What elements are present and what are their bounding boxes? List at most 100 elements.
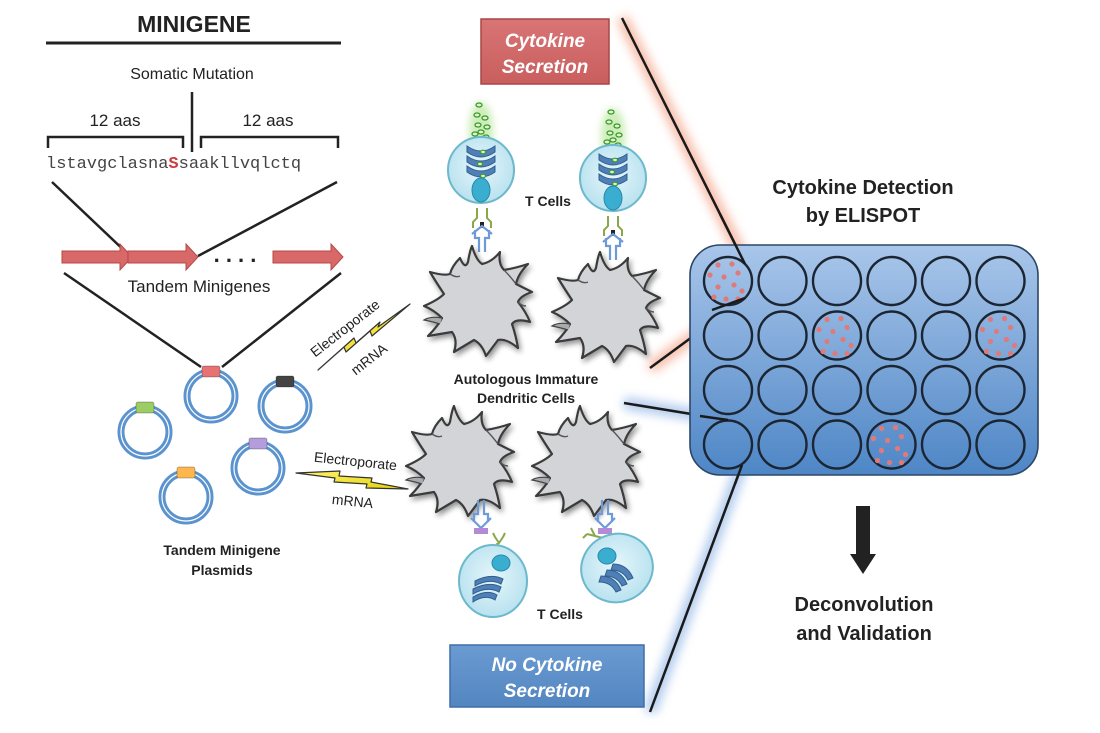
cytokine-spot xyxy=(715,284,721,290)
dendritic-cells-label-line1: Autologous Immature xyxy=(454,371,599,387)
inactive-t-cell-1 xyxy=(458,532,528,618)
nucleus-icon xyxy=(491,554,511,572)
no-cytokine-secretion-box: No Cytokine Secretion xyxy=(449,644,645,708)
arrows-ellipsis: . . . . xyxy=(214,242,257,267)
tcr-mhc-complex-top-1 xyxy=(471,208,493,252)
elispot-well-positive xyxy=(811,310,863,361)
cytokine-spot xyxy=(898,459,905,466)
elispot-well xyxy=(702,364,754,416)
cytokine-spot xyxy=(824,316,830,323)
elispot-well xyxy=(920,419,972,470)
lightning-bolt-icon xyxy=(295,470,409,490)
sequence-left-flank: lstavgclasna xyxy=(46,155,168,174)
left-flank-label: 12 aas xyxy=(89,111,140,130)
left-flank-bracket xyxy=(46,135,185,148)
cytokine-secretion-line2: Secretion xyxy=(502,57,589,78)
cytokine-spot xyxy=(902,451,909,458)
expand-line-right xyxy=(197,180,338,258)
sequence-mutation-residue: S xyxy=(168,155,178,174)
sequence-right-flank: saakllvqlctq xyxy=(179,155,301,174)
cytokine-spot xyxy=(987,316,994,323)
cytokine-spot xyxy=(878,425,885,432)
cytokine-spot xyxy=(1001,315,1008,322)
elispot-well xyxy=(866,255,917,307)
cytokine-spot xyxy=(723,296,729,302)
cytokine-spot xyxy=(838,315,844,322)
cytokine-secretion-line1: Cytokine xyxy=(505,31,586,52)
cytokine-spot xyxy=(848,342,854,349)
activated-t-cell-1 xyxy=(447,102,515,204)
elispot-well xyxy=(757,310,808,361)
no-cytokine-secretion-line1: No Cytokine xyxy=(492,655,603,676)
cytokine-spot xyxy=(878,447,885,454)
cytokine-spot xyxy=(995,350,1002,357)
elispot-wells xyxy=(702,255,1026,470)
minigene-arrow-2 xyxy=(127,242,199,272)
dendritic-cell-top-1 xyxy=(422,244,534,358)
cytokine-spot xyxy=(832,350,838,357)
plasmid xyxy=(230,437,286,496)
cytokine-spot xyxy=(870,435,877,442)
electroporation-bottom: Electroporate mRNA xyxy=(295,449,409,511)
elispot-well xyxy=(975,364,1026,416)
elispot-title-line2: by ELISPOT xyxy=(806,205,920,227)
minigene-insert xyxy=(275,375,295,388)
elispot-well-positive xyxy=(975,310,1026,361)
right-flank-label: 12 aas xyxy=(242,111,293,130)
cytokine-spot xyxy=(824,338,830,345)
cytokine-spot xyxy=(1007,350,1014,357)
tandem-minigene-arrows xyxy=(61,242,344,272)
cytokine-spot xyxy=(711,294,717,300)
elispot-title-line1: Cytokine Detection xyxy=(772,177,953,199)
cytokine-spot xyxy=(729,261,735,267)
cytokine-spot xyxy=(983,348,990,355)
plasmid-line-left xyxy=(63,271,202,369)
cytokine-spot xyxy=(874,457,881,464)
dendritic-cell-bottom-2 xyxy=(530,404,642,518)
cytokine-spot xyxy=(731,282,737,288)
minigene-insert xyxy=(135,401,155,414)
peptide-sequence: lstavgclasnaSsaakllvqlctq xyxy=(46,155,301,174)
nucleus-icon xyxy=(603,185,623,211)
cytokine-secretion-box: Cytokine Secretion xyxy=(480,18,610,85)
cytokine-spot xyxy=(844,350,850,357)
tandem-minigenes-label: Tandem Minigenes xyxy=(128,277,271,296)
minigene-insert xyxy=(248,437,268,450)
activated-t-cell-2 xyxy=(579,108,647,212)
elispot-well xyxy=(866,364,917,416)
bottom-t-cells-label: T Cells xyxy=(537,606,583,622)
elispot-plate xyxy=(689,244,1039,476)
lightning-bolt-icon xyxy=(317,303,411,371)
cytokine-spot xyxy=(894,445,901,452)
elispot-well xyxy=(920,364,972,416)
cytokine-spot xyxy=(707,272,713,278)
cytokine-spot xyxy=(1007,324,1014,331)
mrna-label: mRNA xyxy=(331,491,374,511)
dendritic-cell-bottom-1 xyxy=(404,404,516,518)
cytokine-spot xyxy=(735,270,741,276)
cytokine-spot xyxy=(844,324,850,331)
cytokine-spot xyxy=(987,338,994,345)
elispot-well xyxy=(757,419,808,470)
plasmids-label-line2: Plasmids xyxy=(191,562,253,578)
cytokine-spot xyxy=(993,328,1000,335)
elispot-well xyxy=(975,419,1026,470)
nucleus-icon xyxy=(597,547,617,565)
plasmids-label-line1: Tandem Minigene xyxy=(163,542,280,558)
inactive-t-cell-2 xyxy=(580,527,654,604)
elispot-well xyxy=(702,419,754,470)
result-line2: and Validation xyxy=(796,623,932,645)
plasmid xyxy=(158,466,214,525)
elispot-well xyxy=(866,310,917,361)
cytokine-spot xyxy=(1003,336,1010,343)
no-cytokine-secretion-line2: Secretion xyxy=(504,681,591,702)
plasmid-line-right xyxy=(221,272,342,368)
tcr-mhc-complex-top-2 xyxy=(602,216,624,260)
plasmid-group xyxy=(117,365,313,525)
elispot-well xyxy=(702,310,754,361)
cytokine-spot xyxy=(816,326,822,333)
minigene-title: MINIGENE xyxy=(137,11,251,37)
elispot-well xyxy=(975,255,1026,307)
result-line1: Deconvolution xyxy=(795,594,934,616)
